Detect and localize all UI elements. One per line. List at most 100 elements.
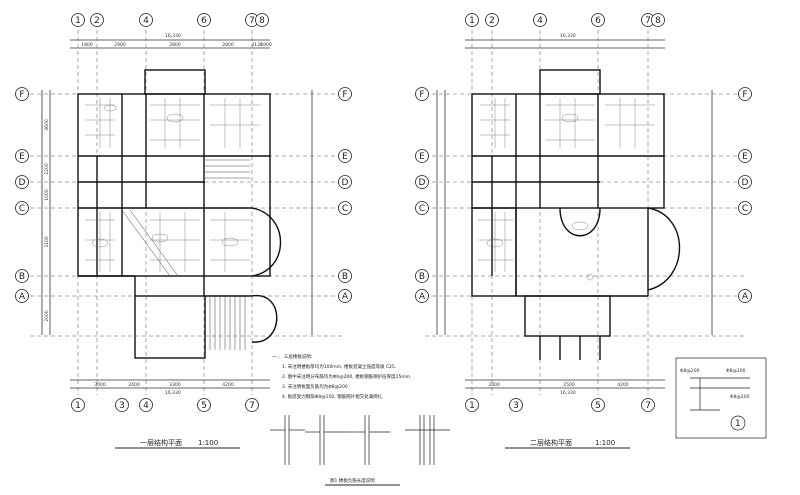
- plan2-top-axis-label-1: 1: [469, 16, 475, 26]
- structural-notes: 一 、 三层楼板说明: 1. 未注明楼板厚均为100mm, 楼板混凝土强度等级 …: [272, 353, 412, 400]
- plan1-left-axis-label-C: C: [19, 204, 25, 214]
- plan2-title: 二层结构平面: [530, 438, 572, 447]
- plan2-left-axis-bubbles: F E D C BA: [415, 87, 429, 303]
- plan1-bottom-axis-label-3: 3: [119, 401, 125, 411]
- plan1-top-axis-bubble-6: [197, 13, 211, 27]
- plan2-top-axis-bubble-8: [651, 13, 665, 27]
- plan2-top-axis-label-7: 7: [645, 16, 651, 26]
- plan1-left-axis-label-A: A: [19, 292, 26, 302]
- plan1-top-axis-label-4: 4: [143, 16, 149, 26]
- plan2-scale: 1:100: [595, 439, 615, 447]
- plan1-top-axis-label-8: 8: [259, 16, 265, 26]
- plan1-bottom-dim-3: 4200: [222, 382, 234, 388]
- notes-line-4: 4. 板底受力钢筋Φ8@150, 钢筋网片相交处满绑扎.: [282, 393, 384, 400]
- notes-line-2: 2. 图中未注明分布筋均为Φ6@200, 楼板钢筋保护层厚度15mm.: [282, 373, 412, 380]
- plan1-bottom-axis-bubble-1: [71, 398, 85, 412]
- plan2-right-axis-bubble-C: [738, 201, 752, 215]
- plan2-left-axis-label-B: B: [419, 272, 425, 282]
- plan1-top-dim-1: 2900: [114, 42, 126, 48]
- notes-line-3: 3. 未注明板面负筋均为Φ8@200: [282, 383, 348, 390]
- plan1-left-dim-0: 3600: [44, 119, 50, 131]
- plan2-top-axis-label-2: 2: [489, 16, 495, 26]
- plan1-top-axis-label-7: 7: [249, 16, 255, 26]
- notes-line-1: 1. 未注明楼板厚均为100mm, 楼板混凝土强度等级 C25.: [282, 363, 396, 370]
- plan2-top-axis-label-4: 4: [537, 16, 543, 26]
- plan2-right-axis-label-E: E: [742, 152, 748, 162]
- plan2-bottom-total-dim: 16,330: [560, 390, 576, 396]
- plan1-bottom-total-dim: 16,330: [165, 390, 181, 396]
- plan2-bottom-axis-bubble-1: [465, 398, 479, 412]
- plan1-right-axis-label-D: D: [342, 178, 349, 188]
- plan1-title: 一层结构平面: [140, 438, 182, 447]
- plan1-right-axis-label-B: B: [342, 272, 348, 282]
- plan1-left-axis-bubble-A: [15, 289, 29, 303]
- plan1-left-axis-bubble-F: [15, 87, 29, 101]
- plan2-top-axis-bubble-2: [485, 13, 499, 27]
- plan2-left-axis-label-C: C: [419, 204, 425, 214]
- plan1-bottom-dim-2: 3300: [169, 382, 181, 388]
- plan1-bottom-axis-label-1: 1: [75, 401, 81, 411]
- plan1-right-axis-bubble-D: [338, 175, 352, 189]
- plan1-left-dim-1: 2200: [44, 163, 50, 175]
- plan1-left-axis-label-B: B: [19, 272, 25, 282]
- plan2-bottom-dim-1: 2500: [563, 382, 575, 388]
- plan1-left-axis-bubble-E: [15, 149, 29, 163]
- plan2-right-axis-bubble-F: [738, 87, 752, 101]
- detail-number: 1: [735, 419, 741, 429]
- plan1-left-dim-3: 3100: [44, 236, 50, 248]
- plan1-bottom-axis-bubble-3: [115, 398, 129, 412]
- plan2-left-axis-bubble-E: [415, 149, 429, 163]
- plan2-top-axis-bubble-4: [533, 13, 547, 27]
- plan2-right-axis-label-F: F: [742, 90, 747, 100]
- plan1-bottom-axis-bubble-5: [197, 398, 211, 412]
- plan2-right-axis-bubble-E: [738, 149, 752, 163]
- plan1-left-axis-bubble-D: [15, 175, 29, 189]
- plan1-right-axis-bubble-A: [338, 289, 352, 303]
- plan1-right-axis-label-C: C: [342, 204, 348, 214]
- plan1-top-axis-label-2: 2: [94, 16, 100, 26]
- plan1-left-axis-label-F: F: [19, 90, 24, 100]
- plan2-top-axis-bubble-6: [591, 13, 605, 27]
- plan2-left-axis-label-D: D: [419, 178, 426, 188]
- plan1-right-axis-label-F: F: [342, 90, 347, 100]
- plan2-left-axis-label-F: F: [419, 90, 424, 100]
- plan1-right-axis-bubble-F: [338, 87, 352, 101]
- plan2-top-axis-bubble-1: [465, 13, 479, 27]
- plan2-bottom-axis-bubble-3: [509, 398, 523, 412]
- plan2-bottom-dim-2: 4200: [617, 382, 629, 388]
- plan1-top-axis-bubble-1: [71, 13, 85, 27]
- plan1-top-axis-bubble-4: [139, 13, 153, 27]
- plan2-bottom-axis-bubble-5: [591, 398, 605, 412]
- plan2-right-axis-label-C: C: [742, 204, 748, 214]
- plan1-bottom-axis-bubble-7: [245, 398, 259, 412]
- plan2-top-axis-label-6: 6: [595, 16, 601, 26]
- plan1-bottom-axis-label-5: 5: [201, 401, 207, 411]
- plan1-top-dim-2: 2800: [169, 42, 181, 48]
- plan1-right-axis-bubble-B: [338, 269, 352, 283]
- plan1-left-axis-label-D: D: [19, 178, 26, 188]
- plan1-floor-plan: [30, 30, 345, 395]
- plan2-left-axis-bubble-A: [415, 289, 429, 303]
- plan2-left-axis-bubble-C: [415, 201, 429, 215]
- plan2-bottom-axis-label-3: 3: [513, 401, 519, 411]
- plan2-right-axis-bubble-D: [738, 175, 752, 189]
- plan1-left-dim-2: 1000: [44, 189, 50, 201]
- plan2-right-axis-bubble-A: [738, 289, 752, 303]
- plan2-left-axis-label-A: A: [419, 292, 426, 302]
- plan2-left-axis-bubble-D: [415, 175, 429, 189]
- plan1-top-axis-label-1: 1: [75, 16, 81, 26]
- plan1-right-axis-bubble-E: [338, 149, 352, 163]
- plan2-left-axis-bubble-F: [415, 87, 429, 101]
- plan1-top-dim-5: 1900: [260, 42, 272, 48]
- plan2-top-total-dim: 16,330: [560, 33, 576, 39]
- plan2-bottom-dim-0: 3300: [488, 382, 500, 388]
- section-caption: 图1 楼板负筋长度说明: [330, 477, 375, 484]
- plan1-top-axis-label-6: 6: [201, 16, 207, 26]
- plan2-bottom-axis-label-7: 7: [645, 401, 651, 411]
- plan2-left-axis-label-E: E: [419, 152, 425, 162]
